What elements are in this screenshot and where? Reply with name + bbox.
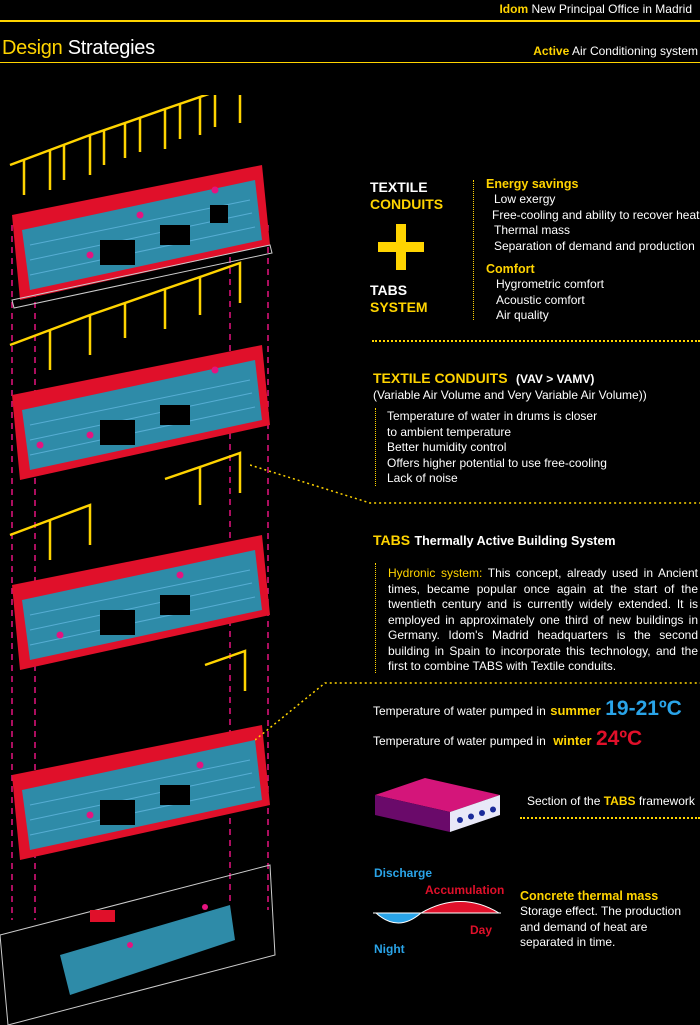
textile-item: Temperature of water in drums is closer: [387, 409, 598, 423]
energy-savings-list: Low exergy Free-cooling and ability to r…: [492, 192, 700, 254]
benefits-divider: [473, 180, 474, 320]
tabs-title-accent: TABS: [373, 532, 411, 548]
textile-list-rule: [375, 408, 376, 486]
energy-item: Low exergy: [494, 192, 556, 206]
hydronic-label: Hydronic system:: [388, 566, 483, 580]
conduits-line: CONDUITS: [370, 196, 444, 212]
title-accent: Design: [2, 37, 63, 59]
winter-temp-row: Temperature of water pumped in winter 24…: [373, 727, 642, 751]
comfort-item: Air quality: [496, 308, 549, 322]
energy-savings-title: Energy savings: [486, 177, 579, 191]
floor-plate-3: [9, 451, 270, 670]
energy-item: Thermal mass: [494, 223, 571, 237]
textile-explanation: (Variable Air Volume and Very Variable A…: [373, 388, 647, 402]
textile-benefits-list: Temperature of water in drums is closer …: [387, 409, 607, 487]
textile-subtitle: (VAV > VAMV): [516, 372, 595, 386]
tabs-title-rest: Thermally Active Building System: [414, 534, 616, 548]
thermal-mass-title: Concrete thermal mass: [520, 889, 659, 903]
comfort-list: Hygrometric comfort Acoustic comfort Air…: [496, 277, 699, 324]
textile-conduits-label: TEXTILE CONDUITS: [370, 179, 443, 213]
section-prefix: Section of the: [527, 794, 601, 808]
textile-title-row: TEXTILE CONDUITS (VAV > VAMV): [373, 370, 594, 388]
textile-line: TEXTILE: [370, 179, 428, 195]
day-label: Day: [470, 923, 493, 937]
charge-discharge-curve: [373, 901, 501, 924]
thermal-mass-info: Concrete thermal mass Storage effect. Th…: [520, 888, 700, 951]
building-axonometric-illustration: [0, 95, 276, 1025]
tabs-framework-section-icon: [375, 778, 500, 832]
brand-name: Idom: [499, 2, 529, 16]
energy-item: Separation of demand and production: [494, 238, 695, 253]
textile-item: Better humidity control: [387, 440, 507, 454]
top-bar: Idom New Principal Office in Madrid: [0, 0, 700, 24]
thermal-mass-text: Storage effect. The production and deman…: [520, 904, 681, 949]
comfort-title: Comfort: [486, 262, 535, 276]
section-suffix: framework: [638, 794, 695, 808]
plus-icon: [378, 224, 424, 270]
project-name: New Principal Office in Madrid: [531, 2, 692, 16]
section-divider-1: [372, 340, 700, 342]
tabs-paragraph: This concept, already used in Ancient ti…: [388, 566, 698, 673]
summer-word: summer: [550, 703, 601, 718]
tabs-system-label: TABS SYSTEM: [370, 282, 428, 316]
section-divider-2: [520, 817, 700, 819]
summer-temp-value: 19-21ºC: [605, 697, 682, 720]
title-rest: Strategies: [67, 37, 155, 59]
tabs-text-rule: [375, 563, 376, 673]
floor-plate-2: [9, 261, 270, 480]
winter-word: winter: [553, 733, 592, 748]
winter-temp-value: 24ºC: [595, 727, 643, 750]
ground-floor-plate: [0, 864, 276, 1025]
winter-prefix: Temperature of water pumped in: [373, 734, 546, 748]
page-title: Design Strategies: [2, 37, 155, 60]
tabs-description: Hydronic system: This concept, already u…: [388, 566, 698, 675]
top-divider: [0, 20, 700, 22]
floor-plate-4: [12, 649, 270, 860]
heading-divider: [0, 62, 700, 63]
summer-prefix: Temperature of water pumped in: [373, 704, 546, 718]
comfort-item: Acoustic comfort: [496, 292, 585, 307]
section-subtitle: Active Air Conditioning system: [533, 44, 698, 58]
energy-item: Free-cooling and ability to recover heat: [492, 207, 700, 222]
textile-leader-line: [250, 464, 700, 504]
textile-item: to ambient temperature: [387, 424, 512, 439]
project-title: Idom New Principal Office in Madrid: [499, 2, 692, 16]
comfort-item: Hygrometric comfort: [496, 277, 605, 291]
tabs-line: TABS: [370, 282, 408, 298]
discharge-label: Discharge: [374, 866, 433, 880]
benefits-panel: Energy savings Low exergy Free-cooling a…: [486, 177, 699, 324]
tabs-leader-line: [255, 682, 700, 741]
textile-item: Lack of noise: [387, 471, 458, 485]
system-line: SYSTEM: [370, 299, 428, 315]
floor-plate-1: [9, 95, 273, 309]
summer-temp-row: Temperature of water pumped in summer 19…: [373, 697, 682, 721]
tabs-title-row: TABS Thermally Active Building System: [373, 532, 616, 550]
section-caption: Section of the TABS framework: [527, 794, 695, 808]
night-label: Night: [374, 942, 405, 956]
textile-item: Offers higher potential to use free-cool…: [387, 455, 607, 470]
section-accent: Active: [533, 44, 570, 58]
textile-title: TEXTILE CONDUITS: [373, 370, 508, 386]
accumulation-label: Accumulation: [425, 883, 505, 897]
section-rest: Air Conditioning system: [571, 44, 698, 58]
section-accent: TABS: [603, 794, 636, 808]
